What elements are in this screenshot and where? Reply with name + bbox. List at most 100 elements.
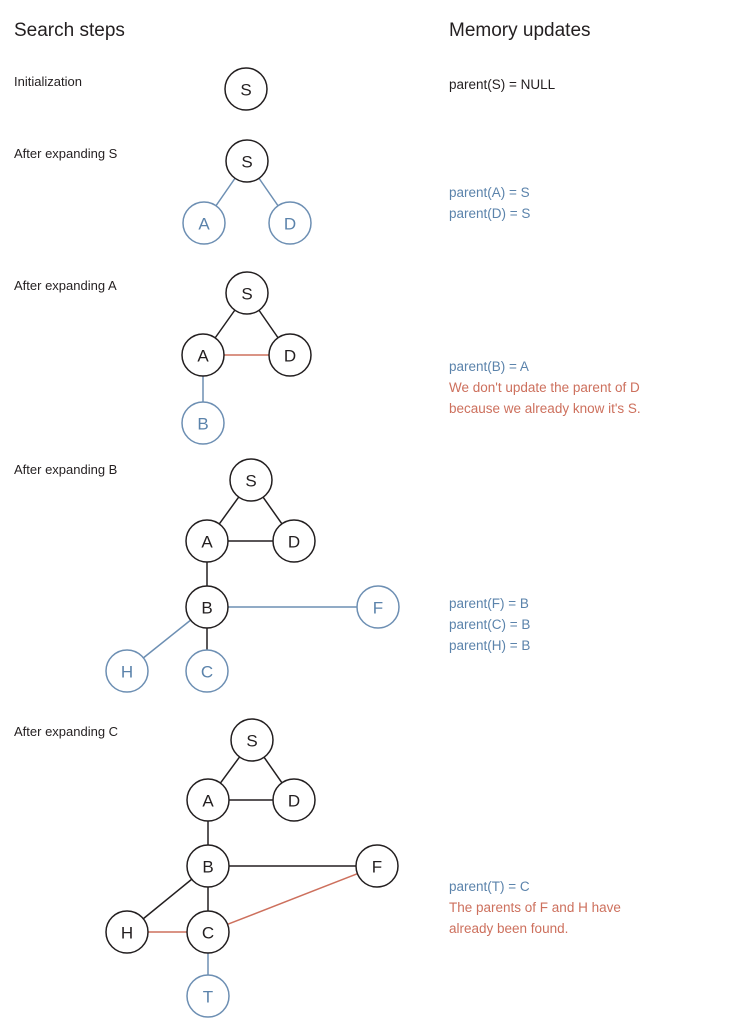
step-label: After expanding A (14, 278, 117, 293)
node-label: D (284, 215, 296, 234)
graph-node-f[interactable]: F (355, 844, 399, 888)
node-label: H (121, 663, 133, 682)
node-label: B (197, 415, 208, 434)
memory-update-line: parent(B) = A (449, 359, 529, 374)
node-label: T (203, 988, 213, 1007)
graph-edge-s-d (262, 496, 283, 525)
graph-node-a[interactable]: A (185, 519, 229, 563)
node-circle (225, 271, 269, 315)
step-label: After expanding C (14, 724, 118, 739)
graph-nodes: S A D B F H C T (105, 718, 399, 1018)
graph-node-a[interactable]: A (186, 778, 230, 822)
node-label: S (246, 732, 257, 751)
graph-node-h[interactable]: H (105, 910, 149, 954)
node-label: D (288, 533, 300, 552)
graph-node-a[interactable]: A (181, 333, 225, 377)
node-circle (355, 844, 399, 888)
memory-updates-header: Memory updates (449, 20, 591, 41)
graph-node-c[interactable]: C (186, 910, 230, 954)
node-circle (105, 649, 149, 693)
graph-node-s[interactable]: S (230, 718, 274, 762)
node-circle (229, 458, 273, 502)
node-circle (268, 201, 312, 245)
graph-edge-s-a (218, 496, 240, 525)
graph-node-d[interactable]: D (268, 333, 312, 377)
graph-edge-s-a (214, 309, 236, 339)
memory-update-line: parent(D) = S (449, 206, 530, 221)
graph-edge-b-h (142, 619, 192, 659)
graph-node-b[interactable]: B (181, 401, 225, 445)
node-label: F (373, 599, 383, 618)
node-circle (186, 910, 230, 954)
node-circle (186, 778, 230, 822)
node-circle (268, 333, 312, 377)
node-circle (272, 519, 316, 563)
node-label: A (198, 215, 210, 234)
node-label: A (201, 533, 213, 552)
node-label: H (121, 924, 133, 943)
memory-update-block: parent(S) = NULL (449, 77, 556, 92)
node-label: F (372, 858, 382, 877)
graph-node-s[interactable]: S (229, 458, 273, 502)
graph-nodes: S A D B F H C (105, 458, 400, 693)
memory-update-line: parent(C) = B (449, 617, 530, 632)
node-circle (225, 139, 269, 183)
node-circle (185, 519, 229, 563)
node-label: B (201, 599, 212, 618)
graph-edges (202, 309, 279, 402)
node-circle (105, 910, 149, 954)
graph-node-t[interactable]: T (186, 974, 230, 1018)
graph-node-f[interactable]: F (356, 585, 400, 629)
graph-node-b[interactable]: B (186, 844, 230, 888)
node-circle (181, 333, 225, 377)
memory-update-block: parent(B) = A We don't update the parent … (449, 359, 641, 416)
graph-node-s[interactable]: S (224, 67, 268, 111)
graph-nodes: S (224, 67, 268, 111)
node-circle (356, 585, 400, 629)
graph-node-d[interactable]: D (272, 778, 316, 822)
graph-node-d[interactable]: D (272, 519, 316, 563)
node-label: D (288, 792, 300, 811)
node-label: A (197, 347, 209, 366)
graph-edge-s-d (258, 309, 279, 339)
node-circle (185, 649, 229, 693)
node-circle (186, 844, 230, 888)
node-label: A (202, 792, 214, 811)
node-label: S (241, 285, 252, 304)
graph-node-s[interactable]: S (225, 271, 269, 315)
graph-nodes: S A D B (181, 271, 312, 445)
memory-update-line: parent(F) = B (449, 596, 529, 611)
graph-node-h[interactable]: H (105, 649, 149, 693)
graph-node-c[interactable]: C (185, 649, 229, 693)
memory-update-block: parent(A) = S parent(D) = S (449, 185, 530, 221)
search-step-row: After expanding A parent(B) = A We don't u… (14, 271, 641, 445)
graph-node-a[interactable]: A (182, 201, 226, 245)
node-label: C (202, 924, 214, 943)
memory-update-line: The parents of F and H have (449, 900, 621, 915)
graph-edge-s-d (263, 756, 283, 784)
node-label: S (240, 81, 251, 100)
node-label: C (201, 663, 213, 682)
graph-edge-c-f (227, 872, 358, 926)
graph-edges (142, 756, 358, 975)
memory-update-line: We don't update the parent of D (449, 380, 640, 395)
search-step-row: Initialization parent(S) = NULL S (14, 67, 556, 111)
graph-node-d[interactable]: D (268, 201, 312, 245)
graph-nodes: S A D (182, 139, 312, 245)
node-label: S (245, 472, 256, 491)
graph-edge-s-a (219, 756, 241, 784)
graph-edge-b-h (142, 878, 193, 920)
node-circle (186, 974, 230, 1018)
node-label: D (284, 347, 296, 366)
step-label: Initialization (14, 74, 82, 89)
graph-node-s[interactable]: S (225, 139, 269, 183)
memory-update-line: parent(A) = S (449, 185, 530, 200)
graph-node-b[interactable]: B (185, 585, 229, 629)
memory-update-line: already been found. (449, 921, 568, 936)
